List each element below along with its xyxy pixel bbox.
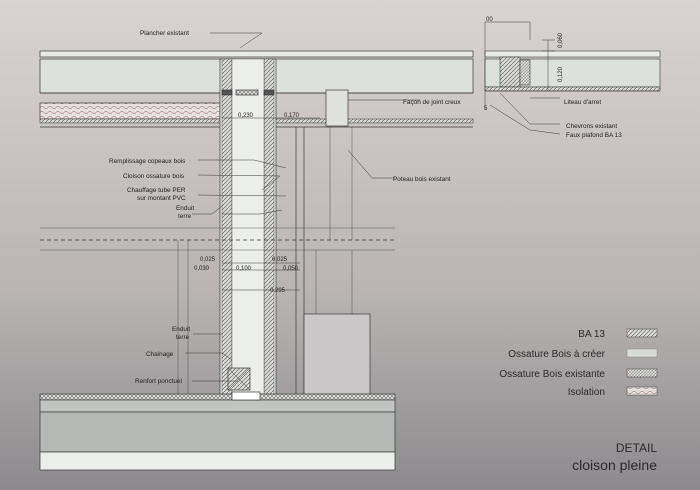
- legend-item-ossature-creer: Ossature Bois à créer: [508, 348, 658, 360]
- label-enduit-1b: terre: [178, 213, 192, 220]
- label-chauffage-1: Chauffage tube PER: [127, 187, 186, 194]
- dim-0295: 0,295: [270, 288, 286, 294]
- ossature-left: [221, 58, 233, 395]
- label-cloison-ossature: Cloison ossature bois: [123, 173, 184, 180]
- dimensions: 0,230 0,170 0,025 0,025 0,030 0,100 0,05…: [194, 17, 564, 294]
- cabinet: [303, 313, 371, 395]
- ossature-right: [263, 58, 275, 395]
- legend-item-ba13: BA 13: [578, 328, 658, 340]
- legend-swatch-ossature-creer: [626, 348, 658, 358]
- legend-item-isolation: Isolation: [568, 386, 658, 398]
- legend: BA 13 Ossature Bois à créer Ossature Boi…: [499, 328, 658, 398]
- label-faux-plafond: Faux plafond BA 13: [566, 132, 622, 139]
- elevation-main: [39, 50, 474, 471]
- helper-lines: [177, 127, 353, 394]
- label-chainage: Chainage: [146, 351, 174, 358]
- dim-0100: 0,100: [236, 266, 252, 272]
- facon-joint-creux: [325, 89, 349, 127]
- leaders: [185, 32, 420, 382]
- legend-swatch-ossature-existante: [626, 368, 658, 378]
- dim-0060: 0,060: [558, 32, 564, 48]
- legend-label: Ossature Bois à créer: [508, 349, 605, 360]
- legend-item-ossature-existante: Ossature Bois existante: [499, 368, 658, 380]
- plancher-band: [39, 50, 474, 58]
- section-detail: [484, 21, 661, 135]
- dalle: [39, 411, 396, 453]
- label-chevrons: Chevrons existant: [566, 123, 617, 130]
- legend-swatch-isolation: [626, 386, 658, 396]
- label-poteau-bois: Poteau bois existant: [393, 176, 451, 183]
- dimension-lines: [222, 117, 320, 291]
- dim-0030: 0,030: [194, 266, 210, 272]
- dim-0025-right: 0,025: [272, 257, 288, 263]
- title-line2: cloison pleine: [572, 457, 657, 473]
- label-facon-joint-creux: Façon de joint creux: [403, 99, 461, 106]
- label-liteau-arret: Liteau d'arret: [564, 99, 601, 106]
- legend-label: BA 13: [578, 329, 605, 340]
- label-plancher-existant: Plancher existant: [140, 30, 189, 37]
- annotations: Plancher existant Façon de joint creux R…: [109, 30, 622, 385]
- dim-5: 5: [484, 106, 488, 112]
- label-chauffage-2: sur montant PVC: [137, 195, 186, 202]
- dim-00: 00: [486, 17, 493, 23]
- dim-0025-left: 0,025: [200, 257, 216, 263]
- legend-label: Ossature Bois existante: [499, 369, 605, 380]
- remplissage: [231, 58, 265, 395]
- label-enduit-2b: terre: [176, 334, 190, 341]
- dim-0050: 0,050: [283, 266, 299, 272]
- label-renfort: Renfort ponctuel: [135, 378, 182, 385]
- label-enduit-1a: Enduit: [176, 205, 194, 212]
- dim-0120: 0,120: [558, 66, 564, 82]
- label-enduit-2a: Enduit: [172, 326, 190, 333]
- floor-band: [39, 393, 396, 401]
- legend-label: Isolation: [568, 387, 605, 398]
- title-block: DETAIL cloison pleine: [572, 441, 657, 473]
- title-line1: DETAIL: [616, 441, 657, 455]
- legend-swatch-ba13: [626, 328, 658, 338]
- label-remplissage: Remplissage copeaux bois: [109, 158, 185, 165]
- dim-0230: 0,230: [238, 113, 254, 119]
- dim-0170: 0,170: [284, 113, 300, 119]
- isolation-strip: [39, 102, 221, 120]
